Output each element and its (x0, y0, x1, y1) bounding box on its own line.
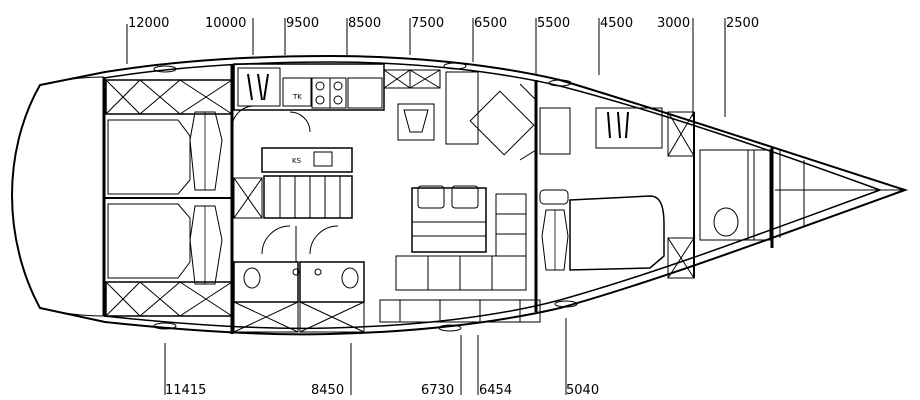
aft-cabin-port (105, 79, 233, 195)
salon (379, 71, 541, 323)
galley: TK (233, 63, 441, 111)
dimension-label-bottom: 8450 (311, 383, 344, 398)
dimension-label-top: 6500 (474, 16, 507, 31)
dimension-label-bottom: 5040 (566, 383, 599, 398)
aft-heads (233, 225, 365, 333)
dimension-label-bottom: 6454 (479, 383, 512, 398)
aft-cabin-starboard (105, 203, 233, 317)
forward-cabin (539, 107, 695, 279)
dimension-label-top: 4500 (600, 16, 633, 31)
dimension-marker-top: 12000 (126, 16, 169, 64)
top-dimension-markers: 12000 10000 9500 8500 7500 6500 5500 45 (126, 16, 759, 117)
tank-label: TK (292, 93, 302, 101)
forepeak (699, 148, 805, 248)
dimension-label-top: 7500 (411, 16, 444, 31)
dimension-marker-top: 4500 (598, 16, 633, 75)
dimension-marker-top: 2500 (724, 16, 759, 117)
dimension-label-top: 10000 (205, 16, 246, 31)
dimension-label-top: 8500 (348, 16, 381, 31)
companionway: KS (231, 105, 353, 219)
storage-label: KS (292, 157, 302, 165)
dimension-marker-top: 10000 (205, 16, 254, 55)
dimension-marker-top: 8500 (346, 16, 381, 55)
dimension-marker-top: 7500 (409, 16, 444, 55)
dimension-label-top: 3000 (657, 16, 690, 31)
dimension-marker-bottom: 5040 (565, 318, 599, 398)
dimension-marker-bottom: 6730 (421, 335, 462, 398)
dimension-label-bottom: 11415 (165, 383, 206, 398)
dimension-marker-bottom: 8450 (311, 343, 352, 398)
dimension-marker-bottom: 11415 (164, 343, 206, 398)
dimension-label-top: 5500 (537, 16, 570, 31)
bottom-dimension-markers: 11415 8450 6730 6454 5040 (164, 318, 599, 398)
dimension-marker-top: 3000 (657, 16, 694, 117)
dimension-label-top: 2500 (726, 16, 759, 31)
dimension-marker-top: 5500 (535, 16, 570, 74)
hull (10, 54, 909, 336)
dimension-marker-top: 6500 (472, 16, 507, 62)
dimension-label-top: 9500 (286, 16, 319, 31)
dimension-marker-bottom: 6454 (477, 335, 512, 398)
dimension-label-bottom: 6730 (421, 383, 454, 398)
dimension-marker-top: 9500 (284, 16, 319, 55)
dimension-label-top: 12000 (128, 16, 169, 31)
